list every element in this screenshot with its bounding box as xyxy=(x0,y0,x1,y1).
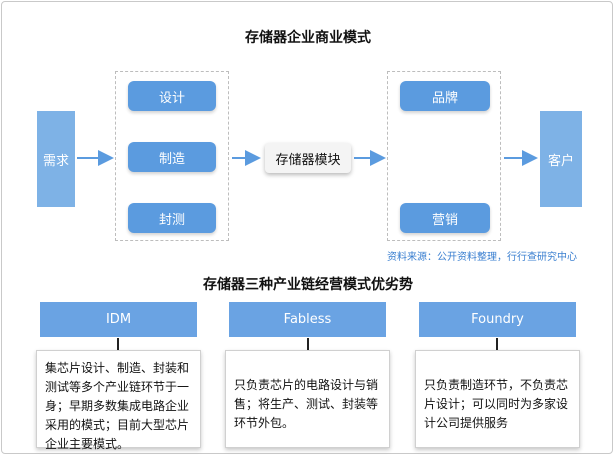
chain-models-title: 存储器三种产业链经营模式优劣势 xyxy=(203,277,413,293)
idm-description: 集芯片设计、制造、封装和测试等多个产业链环节于一身；早期多数集成电路企业采用的模… xyxy=(36,350,201,451)
customer-box: 客户 xyxy=(540,111,582,207)
fabless-header: Fabless xyxy=(229,302,386,337)
demand-box: 需求 xyxy=(37,111,75,207)
brand-box: 品牌 xyxy=(400,81,490,111)
marketing-box: 营销 xyxy=(400,203,490,233)
downstream-group xyxy=(387,71,501,241)
memory-module-box: 存储器模块 xyxy=(265,143,351,173)
source-note: 资料来源：公开资料整理，行行查研究中心 xyxy=(387,252,577,263)
foundry-description: 只负责制造环节，不负责芯片设计；可以同时为多家设计公司提供服务 xyxy=(415,350,580,448)
packaging-test-box: 封测 xyxy=(128,203,216,233)
business-model-title: 存储器企业商业模式 xyxy=(245,30,371,46)
fabless-description: 只负责芯片的电路设计与销售；将生产、测试、封装等环节外包。 xyxy=(225,350,390,448)
process-group xyxy=(115,71,229,241)
manufacturing-box: 制造 xyxy=(128,142,216,172)
design-box: 设计 xyxy=(128,81,216,111)
idm-header: IDM xyxy=(40,302,197,337)
foundry-header: Foundry xyxy=(419,302,576,337)
